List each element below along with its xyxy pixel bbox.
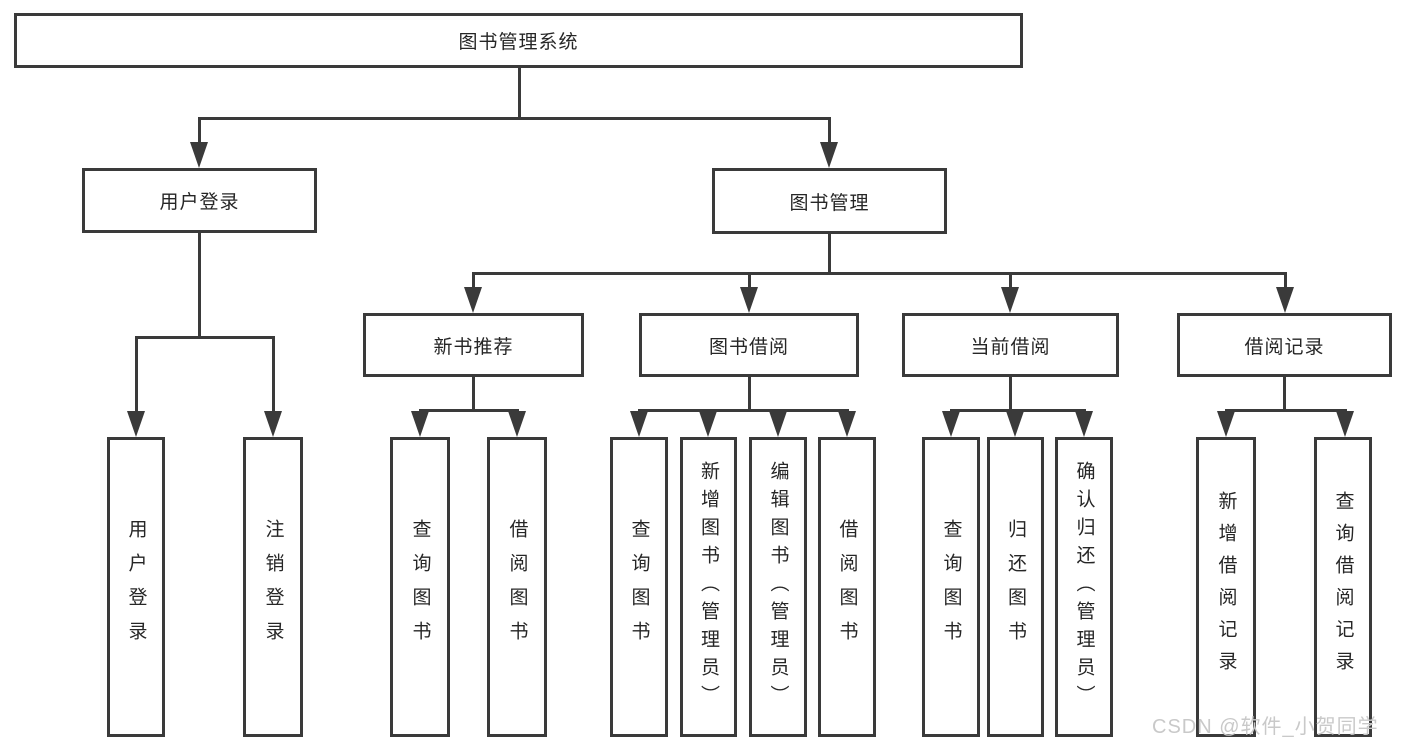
arrow-to-leaf-user-login [127, 411, 145, 437]
leaf-br-query-record: 查询借阅记录 [1314, 437, 1372, 737]
arrow-bb-add [699, 411, 717, 437]
arrow-to-mgmt [820, 142, 838, 168]
connector-g1-shaft [472, 272, 475, 290]
connector-br-stem [1283, 377, 1286, 412]
leaf-bb-borrow-books: 借阅图书 [818, 437, 876, 737]
connector-mgmt-stem [828, 234, 831, 275]
node-book-management-label: 图书管理 [789, 192, 870, 214]
leaf-cb-confirm-return-admin-label: 确认归还（管理员） [1073, 461, 1095, 713]
leaf-cb-return-books-label: 归还图书 [1005, 519, 1026, 655]
connector-login-c1-shaft [135, 336, 138, 414]
leaf-bb-query-books-label: 查询图书 [628, 519, 650, 655]
leaf-br-add-record-label: 新增借阅记录 [1215, 491, 1237, 683]
node-book-borrow-label: 图书借阅 [708, 336, 789, 358]
leaf-nb-query-books-label: 查询图书 [409, 519, 431, 655]
connector-nb-stem [472, 377, 475, 412]
arrow-br-query [1336, 411, 1354, 437]
connector-login-hline [135, 336, 275, 339]
leaf-bb-borrow-books-label: 借阅图书 [836, 519, 858, 655]
arrow-nb-borrow [508, 411, 526, 437]
leaf-bb-add-book-admin-label: 新增图书（管理员） [698, 461, 719, 713]
connector-nb-hline [419, 409, 519, 412]
connector-cb-stem [1009, 377, 1012, 412]
node-new-book-recommend: 新书推荐 [363, 313, 584, 377]
leaf-cb-confirm-return-admin: 确认归还（管理员） [1055, 437, 1113, 737]
connector-g3-shaft [1009, 272, 1012, 290]
connector-level2-hline [472, 272, 1287, 275]
leaf-bb-add-book-admin: 新增图书（管理员） [680, 437, 737, 737]
arrow-bb-edit [769, 411, 787, 437]
leaf-bb-edit-book-admin-label: 编辑图书（管理员） [767, 461, 789, 713]
arrow-bb-borrow [838, 411, 856, 437]
connector-level1-hline [198, 117, 831, 120]
node-book-borrow: 图书借阅 [639, 313, 859, 377]
connector-bb-stem [748, 377, 751, 412]
node-book-management: 图书管理 [712, 168, 947, 234]
arrow-br-add [1217, 411, 1235, 437]
connector-br-hline [1225, 409, 1347, 412]
arrow-bb-query [630, 411, 648, 437]
leaf-br-add-record: 新增借阅记录 [1196, 437, 1256, 737]
arrow-to-current-borrow [1001, 287, 1019, 313]
connector-login-shaft [198, 117, 201, 147]
leaf-cb-query-books: 查询图书 [922, 437, 980, 737]
leaf-nb-borrow-books: 借阅图书 [487, 437, 547, 737]
connector-login-c2-shaft [272, 336, 275, 414]
leaf-user-login-label: 用户登录 [125, 519, 147, 655]
leaf-logout-label: 注销登录 [262, 519, 284, 655]
leaf-cb-return-books: 归还图书 [987, 437, 1044, 737]
leaf-logout: 注销登录 [243, 437, 303, 737]
node-user-login-label: 用户登录 [159, 192, 240, 213]
leaf-bb-edit-book-admin: 编辑图书（管理员） [749, 437, 807, 737]
arrow-nb-query [411, 411, 429, 437]
arrow-cb-confirm [1075, 411, 1093, 437]
node-current-borrow-label: 当前借阅 [970, 336, 1051, 358]
leaf-cb-query-books-label: 查询图书 [940, 519, 962, 655]
connector-g2-shaft [748, 272, 751, 290]
connector-cb-hline [950, 409, 1086, 412]
leaf-nb-borrow-books-label: 借阅图书 [506, 519, 528, 655]
node-root-label: 图书管理系统 [458, 32, 579, 53]
node-borrow-records: 借阅记录 [1177, 313, 1392, 377]
node-root: 图书管理系统 [14, 13, 1023, 68]
arrow-cb-return [1006, 411, 1024, 437]
arrow-cb-query [942, 411, 960, 437]
connector-login-stem [198, 233, 201, 339]
arrow-to-new-book [464, 287, 482, 313]
connector-mgmt-shaft [828, 117, 831, 147]
node-borrow-records-label: 借阅记录 [1244, 336, 1325, 358]
node-user-login: 用户登录 [82, 168, 317, 233]
connector-g4-shaft [1284, 272, 1287, 290]
arrow-to-login [190, 142, 208, 168]
node-current-borrow: 当前借阅 [902, 313, 1119, 377]
watermark-text: CSDN @软件_小贺同学 [1152, 716, 1379, 738]
leaf-br-query-record-label: 查询借阅记录 [1332, 491, 1354, 683]
arrow-to-book-borrow [740, 287, 758, 313]
arrow-to-leaf-logout [264, 411, 282, 437]
node-new-book-recommend-label: 新书推荐 [433, 336, 514, 358]
leaf-user-login: 用户登录 [107, 437, 165, 737]
arrow-to-borrow-records [1276, 287, 1294, 313]
leaf-nb-query-books: 查询图书 [390, 437, 450, 737]
leaf-bb-query-books: 查询图书 [610, 437, 668, 737]
connector-root-stem [518, 66, 521, 120]
connector-bb-hline [638, 409, 849, 412]
